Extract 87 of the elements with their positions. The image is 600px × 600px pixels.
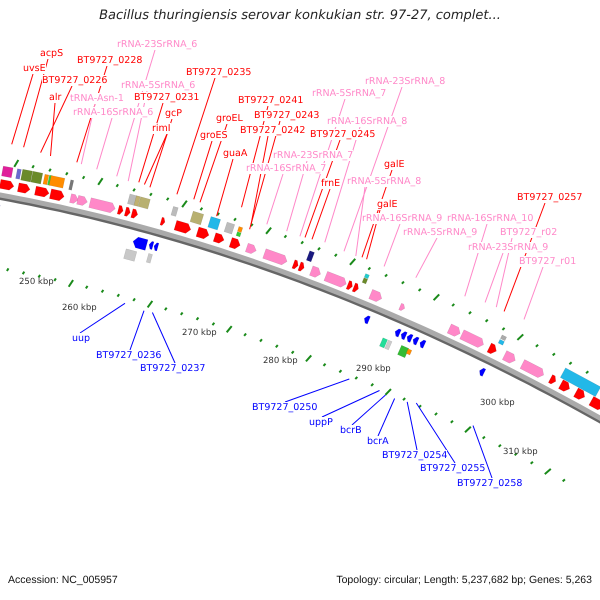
gene-label: bcrB — [340, 425, 362, 436]
scale-label: 290 kbp — [356, 364, 391, 374]
scale-label: 270 kbp — [182, 328, 217, 338]
gene-label: BT9727_0254 — [382, 450, 448, 461]
gene-label: BT9727_r02 — [500, 227, 558, 238]
gene-label: BT9727_0237 — [140, 363, 206, 374]
scale-label: 250 kbp — [19, 277, 54, 287]
gene-label: BT9727_0258 — [457, 478, 522, 489]
footer-text: Topology: circular; Length: 5,237,682 bp; Genes: 5,263 — [336, 574, 592, 586]
gene-label: rRNA-23SrRNA_7 — [273, 150, 354, 161]
gene-label: rRNA-5SrRNA_8 — [347, 176, 422, 187]
gene-label: BT9727_0243 — [254, 110, 320, 121]
leader-line — [152, 312, 176, 364]
leader-line — [384, 224, 400, 267]
gene-label: BT9727_0228 — [77, 55, 142, 66]
leader-line — [355, 186, 366, 257]
gene-label: rRNA-5SrRNA_6 — [121, 80, 196, 91]
leader-line — [266, 174, 284, 225]
leader-line — [40, 86, 72, 154]
gene-label: rRNA-5SrRNA_7 — [312, 88, 386, 99]
leader-line — [11, 74, 34, 145]
gene-label: frnE — [321, 178, 340, 189]
gene-label: bcrA — [367, 436, 389, 447]
gene-label: rRNA-23SrRNA_6 — [117, 39, 198, 50]
map-title: Bacillus thuringiensis serovar konkukian str. 97-27, complet... — [98, 8, 502, 23]
gene-label: BT9727_0241 — [238, 95, 304, 106]
leader-line — [149, 118, 172, 188]
gene-label: uup — [72, 333, 90, 344]
gene-label: rRNA-16SrRNA_7 — [246, 163, 326, 174]
gene-label: BT9727_0250 — [252, 402, 318, 413]
gene-label: BT9727_0257 — [517, 192, 582, 203]
gene-label: tRNA-Asn-1 — [70, 93, 124, 104]
leader-line — [138, 102, 164, 183]
leader-line — [312, 188, 330, 240]
gene-label: groES — [200, 130, 228, 141]
leader-line — [250, 136, 268, 225]
leader-line — [406, 401, 418, 450]
leader-line — [484, 252, 504, 303]
leader-line — [472, 425, 492, 478]
gene-label: acpS — [40, 48, 64, 59]
gene-label: alr — [49, 92, 62, 103]
gene-label: rRNA-23SrRNA_9 — [468, 242, 548, 253]
gene-label: rRNA-5SrRNA_9 — [403, 227, 478, 238]
leader-line — [284, 378, 350, 402]
gene-label: BT9727_0255 — [420, 463, 486, 474]
leader-line — [415, 238, 438, 278]
gene-label: uvsE — [23, 63, 46, 74]
leader-line — [322, 390, 380, 418]
leader-line — [130, 310, 144, 350]
leader-line — [344, 86, 402, 252]
gene-label: rRNA-16SrRNA_10 — [447, 213, 534, 224]
scale-label: 260 kbp — [62, 303, 97, 313]
gene-label: BT9727_0226 — [42, 75, 108, 86]
leader-line — [193, 140, 212, 200]
leader-line — [524, 266, 544, 320]
gene-label: BT9727_0245 — [310, 129, 376, 140]
leader-line — [378, 398, 396, 436]
gene-label: BT9727_0235 — [186, 67, 252, 78]
leader-line — [144, 134, 168, 185]
leader-line — [96, 118, 112, 170]
leader-line — [50, 102, 56, 156]
gene-label: gcP — [165, 108, 182, 119]
gene-label: BT9727_0236 — [96, 350, 162, 361]
gene-label: groEL — [216, 113, 243, 124]
leader-line — [176, 78, 216, 195]
scale-label: 300 kbp — [480, 398, 515, 408]
gene-label: uppP — [309, 417, 333, 428]
leader-line — [216, 158, 234, 217]
gene-label: rRNA-16SrRNA_9 — [362, 213, 442, 224]
gene-label: BT9727_0242 — [240, 125, 306, 136]
leader-line — [23, 58, 48, 148]
gene-label: guaA — [223, 148, 248, 159]
gene-label: galE — [377, 199, 398, 210]
scale-label: 310 kbp — [503, 447, 538, 457]
leader-line — [304, 140, 340, 238]
scale-label: 280 kbp — [263, 356, 298, 366]
gene-label: rRNA-16SrRNA_6 — [73, 107, 154, 118]
gene-label: rRNA-16SrRNA_8 — [327, 116, 408, 127]
gene-label: BT9727_r01 — [519, 256, 576, 267]
gene-label: rRNA-23SrRNA_8 — [365, 76, 446, 87]
gene-label: BT9727_0231 — [134, 92, 200, 103]
gene-label: galE — [384, 159, 404, 170]
leader-line — [80, 302, 126, 334]
leader-line — [352, 394, 386, 426]
footer-text: Accession: NC_005957 — [8, 574, 118, 586]
gene-label: rimI — [152, 123, 171, 134]
leader-line — [416, 402, 456, 464]
